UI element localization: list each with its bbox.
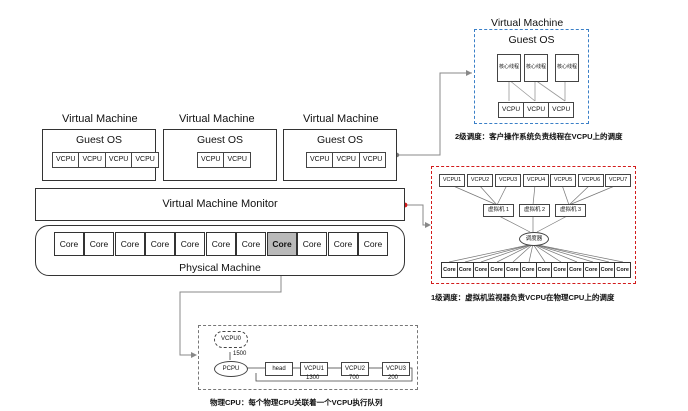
core-9: Core [297, 232, 327, 256]
vm-label-3: Virtual Machine [303, 113, 379, 125]
thread-box-3: 核心线程 [555, 54, 579, 82]
vcpu-group: VCPU VCPU VCPU [306, 152, 387, 168]
vcpu0-cloud: VCPU0 [214, 331, 248, 348]
mr-core: Core [521, 263, 537, 277]
caption-level1: 1级调度：虚拟机监视器负责VCPU在物理CPU上的调度 [431, 293, 615, 302]
thread-label: 核心线程 [525, 64, 546, 70]
vcpu-chip: VCPU [359, 153, 386, 167]
mr-vcpu-6: VCPU6 [578, 174, 604, 187]
vcpu-chip: VCPU [524, 103, 550, 117]
mr-core: Core [489, 263, 505, 277]
guest-os-box-2: Guest OS VCPU VCPU [163, 129, 277, 181]
vcpu-group: VCPU VCPU [197, 152, 251, 168]
thread-box-1: 核心线程 [497, 54, 521, 82]
thread-box-2: 核心线程 [524, 54, 548, 82]
tr-vm-label: Virtual Machine [491, 17, 564, 29]
weight-1300: 1300 [306, 375, 320, 381]
tr-guest-os-box: Guest OS 核心线程 核心线程 核心线程 VCPU VCPU VCPU [474, 29, 589, 124]
caption-pcpu-queue: 物理CPU：每个物理CPU关联着一个VCPU执行队列 [210, 398, 383, 407]
thread-label: 核心线程 [498, 64, 519, 70]
mr-vm-2: 虚拟机 2 [519, 204, 550, 217]
mr-vcpu-1: VCPU1 [439, 174, 465, 187]
vm-label-1: Virtual Machine [62, 113, 138, 125]
vcpu-chip: VCPU [132, 153, 158, 167]
queue-vcpu3: VCPU3 [382, 362, 410, 376]
core-1: Core [54, 232, 84, 256]
weight-200: 200 [388, 375, 399, 381]
mr-scheduler-node: 调度器 [519, 232, 549, 246]
mr-vm-1: 虚拟机 1 [483, 204, 514, 217]
queue-head: head [265, 362, 293, 376]
mr-vm-3: 虚拟机 3 [555, 204, 586, 217]
vcpu-chip: VCPU [224, 153, 250, 167]
guest-os-title: Guest OS [75, 134, 123, 146]
weight-700: 700 [349, 375, 360, 381]
mr-core: Core [474, 263, 490, 277]
guest-os-title: Guest OS [196, 134, 244, 146]
vcpu-chip: VCPU [499, 103, 525, 117]
mr-vcpu-5: VCPU5 [550, 174, 576, 187]
tr-vcpu-group: VCPU VCPU VCPU [498, 102, 575, 118]
caption-level2: 2级调度：客户操作系统负责线程在VCPU上的调度 [455, 132, 623, 141]
pcpu-node: PCPU [214, 361, 248, 377]
core-4: Core [145, 232, 175, 256]
core-5: Core [175, 232, 205, 256]
mr-core: Core [537, 263, 553, 277]
tr-guest-os-title: Guest OS [508, 34, 555, 46]
core-3: Core [115, 232, 145, 256]
mr-core: Core [552, 263, 568, 277]
weight-1500: 1500 [233, 351, 247, 357]
vmm-box: Virtual Machine Monitor [35, 188, 405, 221]
guest-os-box-1: Guest OS VCPU VCPU VCPU VCPU [42, 129, 159, 181]
vcpu-chip: VCPU [333, 153, 360, 167]
core-6: Core [206, 232, 236, 256]
core-11: Core [358, 232, 388, 256]
mr-vcpu-2: VCPU2 [467, 174, 493, 187]
mr-vcpu-4: VCPU4 [523, 174, 549, 187]
vcpu-group: VCPU VCPU VCPU VCPU [52, 152, 159, 168]
core-10: Core [328, 232, 358, 256]
physical-machine-label: Physical Machine [179, 262, 261, 274]
core-7: Core [236, 232, 266, 256]
queue-vcpu1: VCPU1 [300, 362, 328, 376]
mr-core: Core [568, 263, 584, 277]
mr-core: Core [505, 263, 521, 277]
core-8-highlighted: Core [267, 232, 297, 256]
vcpu-chip: VCPU [53, 153, 80, 167]
vcpu-chip: VCPU [79, 153, 106, 167]
bottom-queue-box [198, 325, 418, 390]
mr-scheduler-box [431, 166, 636, 284]
vcpu-chip: VCPU [307, 153, 334, 167]
mr-vcpu-3: VCPU3 [495, 174, 521, 187]
mr-core: Core [442, 263, 458, 277]
guest-os-title: Guest OS [316, 134, 364, 146]
core-2: Core [84, 232, 114, 256]
thread-label: 核心线程 [556, 64, 577, 70]
vcpu-chip: VCPU [549, 103, 574, 117]
queue-vcpu2: VCPU2 [341, 362, 369, 376]
vcpu-chip: VCPU [105, 153, 133, 167]
mr-core-row: Core Core Core Core Core Core Core Core … [441, 262, 631, 278]
mr-core: Core [584, 263, 600, 277]
mr-core: Core [458, 263, 474, 277]
mr-core: Core [600, 263, 616, 277]
guest-os-box-3: Guest OS VCPU VCPU VCPU [283, 129, 397, 181]
mr-vcpu-7: VCPU7 [605, 174, 631, 187]
mr-core: Core [616, 267, 629, 273]
vm-label-2: Virtual Machine [179, 113, 255, 125]
physical-machine-box: Core Core Core Core Core Core Core Core … [35, 225, 405, 276]
vcpu-chip: VCPU [198, 153, 225, 167]
